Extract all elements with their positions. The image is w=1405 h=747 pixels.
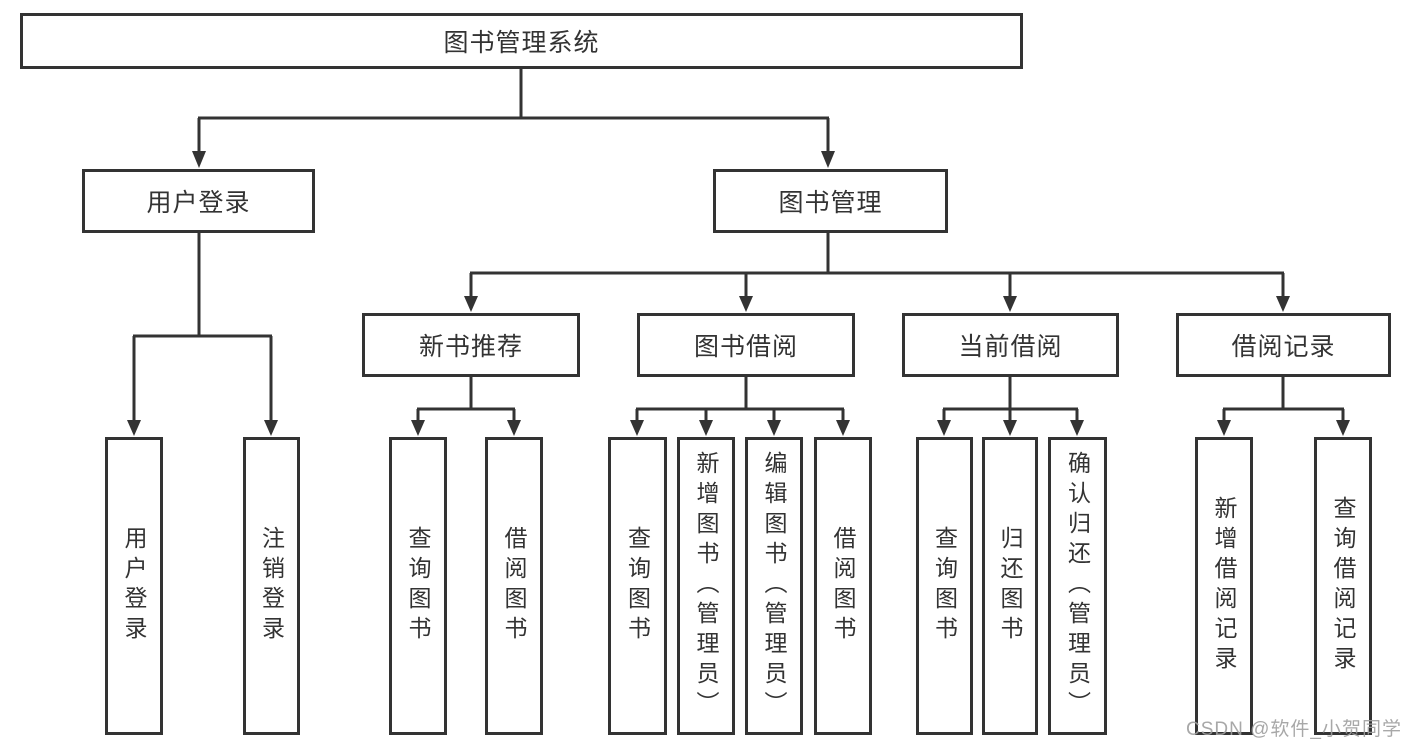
node-label: 查询图书 bbox=[624, 526, 651, 646]
arrowhead bbox=[739, 296, 753, 312]
arrowhead bbox=[1003, 296, 1017, 312]
arrowhead bbox=[1003, 420, 1017, 436]
node-add-book-admin: 新增图书（管理员） bbox=[677, 437, 735, 735]
arrowhead bbox=[507, 420, 521, 436]
arrowhead bbox=[937, 420, 951, 436]
arrowhead bbox=[1276, 296, 1290, 312]
node-book-management: 图书管理 bbox=[713, 169, 948, 233]
arrowhead bbox=[630, 420, 644, 436]
node-label: 新增借阅记录 bbox=[1211, 496, 1237, 676]
node-borrow-book: 借阅图书 bbox=[485, 437, 543, 735]
arrowhead bbox=[464, 296, 478, 312]
node-add-borrow-record: 新增借阅记录 bbox=[1195, 437, 1253, 735]
node-label: 查询借阅记录 bbox=[1330, 496, 1356, 676]
node-query-book: 查询图书 bbox=[389, 437, 447, 735]
node-label: 归还图书 bbox=[997, 526, 1023, 646]
arrowhead bbox=[1217, 420, 1231, 436]
arrowhead bbox=[264, 420, 278, 436]
node-confirm-return-admin: 确认归还（管理员） bbox=[1048, 437, 1107, 735]
node-label: 注销登录 bbox=[258, 526, 285, 646]
node-new-book-recommend: 新书推荐 bbox=[362, 313, 580, 377]
node-book-borrow: 图书借阅 bbox=[637, 313, 855, 377]
node-borrow-book: 借阅图书 bbox=[814, 437, 872, 735]
node-label: 查询图书 bbox=[931, 526, 958, 646]
arrowhead bbox=[836, 420, 850, 436]
node-borrow-records: 借阅记录 bbox=[1176, 313, 1391, 377]
node-current-borrow: 当前借阅 bbox=[902, 313, 1119, 377]
node-label: 用户登录 bbox=[121, 526, 147, 646]
node-book-management-system: 图书管理系统 bbox=[20, 13, 1023, 69]
arrowhead bbox=[699, 420, 713, 436]
node-query-book: 查询图书 bbox=[916, 437, 973, 735]
node-label: 查询图书 bbox=[405, 526, 431, 646]
arrowhead bbox=[127, 420, 141, 436]
node-user-login: 用户登录 bbox=[82, 169, 315, 233]
node-return-book: 归还图书 bbox=[982, 437, 1038, 735]
node-label: 借阅图书 bbox=[830, 526, 856, 646]
node-query-borrow-record: 查询借阅记录 bbox=[1314, 437, 1372, 735]
node-label: 确认归还（管理员） bbox=[1064, 451, 1091, 721]
node-logout-action: 注销登录 bbox=[243, 437, 300, 735]
node-label: 新增图书（管理员） bbox=[693, 451, 719, 721]
arrowhead bbox=[192, 151, 206, 168]
node-label: 编辑图书（管理员） bbox=[761, 451, 787, 721]
arrowhead bbox=[1336, 420, 1350, 436]
csdn-watermark: CSDN @软件_小贺同学 bbox=[1186, 719, 1402, 740]
node-user-login-action: 用户登录 bbox=[105, 437, 163, 735]
arrowhead bbox=[821, 151, 835, 168]
arrowhead bbox=[411, 420, 425, 436]
node-label: 借阅图书 bbox=[501, 526, 527, 646]
node-query-book: 查询图书 bbox=[608, 437, 667, 735]
arrowhead bbox=[1070, 420, 1084, 436]
node-edit-book-admin: 编辑图书（管理员） bbox=[745, 437, 803, 735]
arrowhead bbox=[767, 420, 781, 436]
